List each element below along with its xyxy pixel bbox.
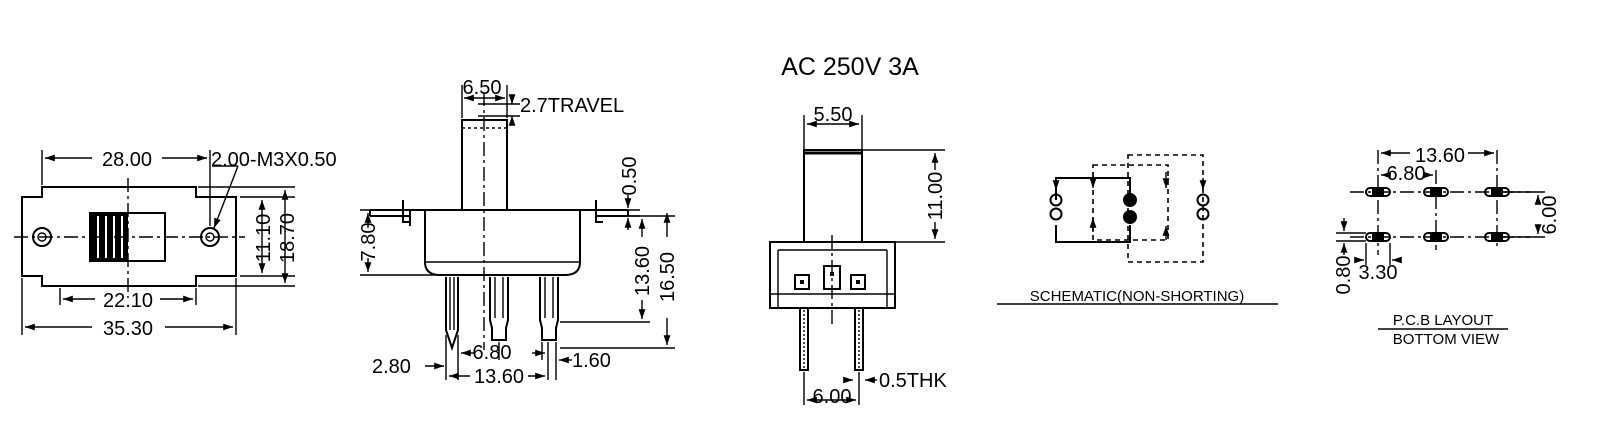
- dim-3530: 35.30: [103, 318, 153, 340]
- rating-label: AC 250V 3A: [781, 53, 919, 81]
- pcb-caption-2: BOTTOM VIEW: [1393, 331, 1500, 348]
- front-view-pins: [445, 277, 559, 352]
- dim-1360-horizontal: 13.60: [474, 366, 524, 388]
- dim-280: 2.80: [372, 356, 411, 378]
- terminal-right-bottom: [1196, 207, 1210, 221]
- dim-28: 28.00: [102, 149, 152, 171]
- side-view-pins: [799, 307, 864, 371]
- dim-050: 0.50: [619, 157, 641, 196]
- side-view: 5.50 11.00 0.5THK 6.00: [769, 104, 947, 408]
- dim-1100: 11.00: [925, 172, 947, 221]
- pcb-dim-680: 6.80: [1387, 163, 1426, 185]
- front-view-body: [424, 210, 581, 276]
- schematic: SCHEMATIC(NON-SHORTING): [997, 154, 1278, 305]
- dim-1110: 11.10: [253, 214, 275, 263]
- side-view-body: [769, 241, 896, 309]
- dim-travel: 2.7TRAVEL: [520, 95, 624, 117]
- pcb-layout: 13.60 6.80 6.00 0.80 3.30 P.C.B LAYOUT B…: [1333, 145, 1561, 348]
- dim-550: 5.50: [814, 104, 853, 126]
- terminal-common-top: [1123, 193, 1137, 207]
- dim-650: 6.50: [463, 77, 502, 99]
- dim-780: 7.80: [358, 223, 380, 262]
- schematic-position-a: [1092, 164, 1169, 241]
- pcb-dim-1360: 13.60: [1415, 145, 1465, 167]
- dim-1360-vertical: 13.60: [632, 246, 654, 296]
- schematic-position-b: [1127, 154, 1204, 263]
- terminal-left-bottom: [1049, 207, 1063, 221]
- top-view: 28.00 2.00-M3X0.50 11.10 18.70 22.10 35.…: [14, 149, 337, 340]
- pcb-dim-330: 3.30: [1359, 262, 1398, 284]
- pcb-dim-600: 6.00: [1539, 196, 1561, 235]
- front-view-frame: [369, 209, 629, 217]
- dim-680: 6.80: [473, 342, 512, 364]
- schematic-caption: SCHEMATIC(NON-SHORTING): [1030, 288, 1244, 305]
- pcb-pads: [1365, 187, 1510, 242]
- terminal-left-top: [1049, 193, 1063, 207]
- dim-600: 6.00: [813, 386, 852, 408]
- dim-2210: 22.10: [103, 290, 153, 312]
- dim-05thk: 0.5THK: [879, 370, 947, 392]
- front-view: 6.50 2.7TRAVEL 0.50 7.80 13.60 16.50: [358, 77, 679, 388]
- terminal-right-top: [1196, 193, 1210, 207]
- dim-160: 1.60: [572, 350, 611, 372]
- dim-hole-callout: 2.00-M3X0.50: [211, 149, 337, 171]
- side-view-lever: [803, 149, 863, 243]
- dim-1870: 18.70: [277, 213, 299, 263]
- pcb-caption-1: P.C.B LAYOUT: [1393, 312, 1493, 329]
- pcb-dim-080: 0.80: [1333, 256, 1355, 295]
- dim-1650: 16.50: [657, 252, 679, 302]
- terminal-common-bottom: [1123, 210, 1137, 224]
- top-view-body: [21, 186, 237, 287]
